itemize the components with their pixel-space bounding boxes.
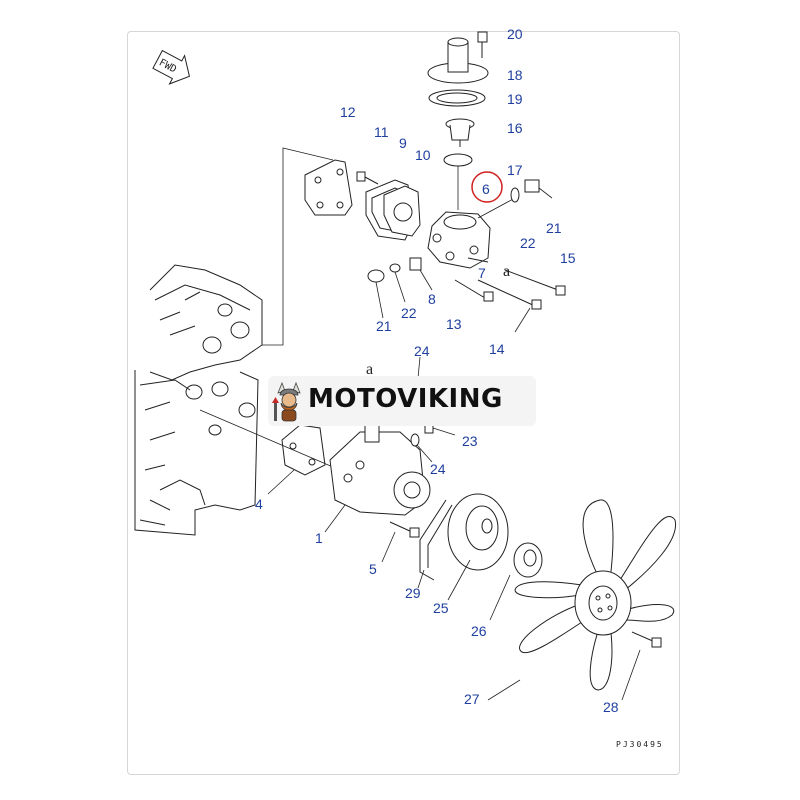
label-part-15: 15 (560, 250, 576, 266)
label-part-5: 5 (369, 561, 377, 577)
label-part-29: 29 (405, 585, 421, 601)
bolt-part-14 (477, 279, 542, 333)
label-part-8: 8 (428, 291, 436, 307)
bolt-part-20 (477, 31, 488, 58)
gasket-part-19 (428, 89, 486, 107)
cover-plate-part-12 (304, 159, 353, 216)
washer-part-24 (410, 433, 433, 463)
label-part-16: 16 (507, 120, 523, 136)
label-part-13: 13 (446, 316, 462, 332)
highlight-circle-part-6 (471, 171, 503, 203)
label-part-22-right: 22 (520, 235, 536, 251)
reference-mark-a-upper: a (503, 263, 510, 280)
water-outlet-part-18 (427, 37, 489, 84)
label-part-19: 19 (507, 91, 523, 107)
label-part-27: 27 (464, 691, 480, 707)
label-part-4: 4 (255, 496, 263, 512)
spacer-part-26 (489, 542, 543, 621)
pulley-part-25 (447, 493, 509, 601)
label-part-23: 23 (462, 433, 478, 449)
motoviking-watermark: MOTOVIKING (268, 376, 536, 426)
brand-name: MOTOVIKING (308, 384, 503, 414)
plug-part-21-left (367, 269, 385, 319)
label-part-18: 18 (507, 67, 523, 83)
label-part-22-left: 22 (401, 305, 417, 321)
label-part-28: 28 (603, 699, 619, 715)
label-part-14: 14 (489, 341, 505, 357)
label-part-21-right: 21 (546, 220, 562, 236)
label-part-25: 25 (433, 600, 449, 616)
fitting-part-23 (424, 424, 456, 436)
label-part-24-bottom: 24 (430, 461, 446, 477)
bolt-part-28 (621, 631, 662, 701)
plate-part-10 (383, 185, 421, 237)
plug-part-21-right (524, 179, 553, 199)
label-part-10: 10 (415, 147, 431, 163)
washer-part-22-left (389, 263, 406, 303)
fan-part-27 (487, 499, 676, 701)
viking-mascot-icon (272, 381, 301, 422)
ring-part-17 (443, 153, 473, 167)
bolt-part-13 (454, 279, 494, 302)
thermostat-housing-part-6 (427, 197, 516, 269)
label-part-1: 1 (315, 530, 323, 546)
fwd-arrow-icon: FWD (152, 49, 191, 85)
label-part-7: 7 (478, 265, 486, 281)
label-part-26: 26 (471, 623, 487, 639)
label-part-21-left: 21 (376, 318, 392, 334)
label-part-20: 20 (507, 26, 523, 42)
reference-mark-a-lower: a (366, 361, 373, 378)
label-part-17: 17 (507, 162, 523, 178)
label-part-6: 6 (482, 181, 490, 197)
label-part-12: 12 (340, 104, 356, 120)
drawing-code: PJ30495 (616, 740, 664, 749)
label-part-9: 9 (399, 135, 407, 151)
bolt-part-5 (381, 521, 420, 563)
label-part-24-top: 24 (414, 343, 430, 359)
bolt-part-15 (504, 269, 566, 296)
water-pump-part-1 (324, 419, 431, 533)
thermostat-part-16 (445, 118, 475, 147)
engine-block (134, 264, 263, 536)
belt-part-29 (417, 499, 453, 589)
plug-part-8 (409, 257, 433, 291)
label-part-11: 11 (374, 124, 389, 140)
washer-part-22-right (510, 187, 520, 203)
bolt-part-11 (356, 171, 379, 185)
